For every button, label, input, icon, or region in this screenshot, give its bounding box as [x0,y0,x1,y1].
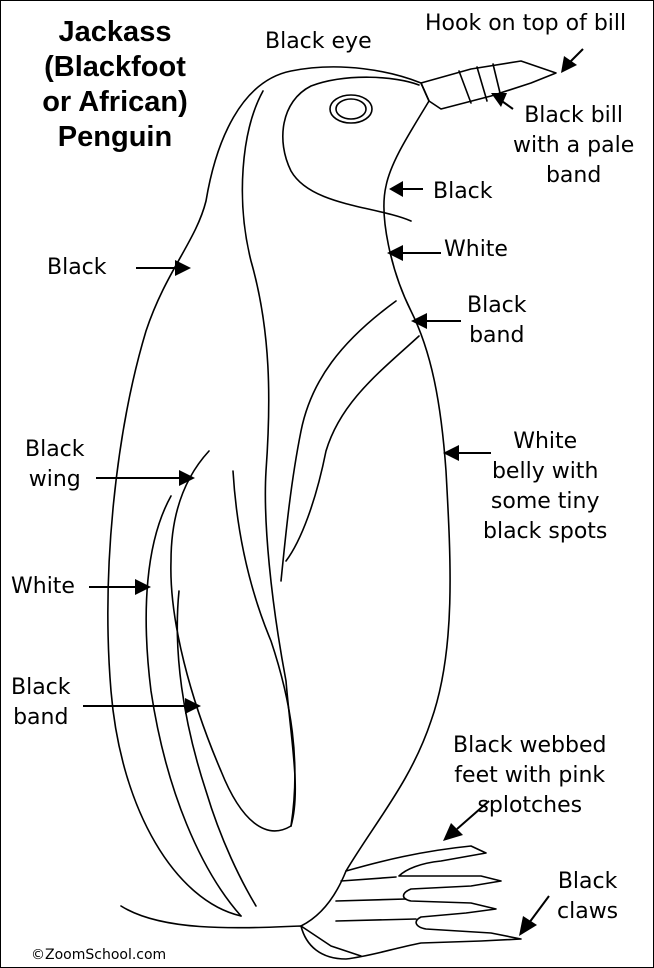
label-hook: Hook on top of bill [425,9,626,39]
label-claws: Black claws [557,867,618,927]
arrow-wing [96,470,195,486]
label-wing: Black wing [25,435,85,495]
chest-band-lower [286,336,419,561]
flipper-outline [171,451,295,831]
label-feet-line-3: splotches [453,791,606,821]
label-bill: Black bill with a pale band [513,101,634,191]
label-chest-band: Black band [467,291,527,351]
label-belly-line-1: White [483,427,607,457]
label-chest-band-line-2: band [467,321,527,351]
arrow-back-black [136,260,191,276]
label-belly-line-2: belly with [483,457,607,487]
arrow-bill [491,93,513,109]
side-band-line-2 [177,591,256,906]
toe-lines [336,877,416,921]
label-wing-line-1: Black [25,435,85,465]
feet-outline [301,846,521,959]
copyright-text: ©ZoomSchool.com [31,947,166,963]
label-bill-line-1: Black bill [513,101,634,131]
eye [336,99,366,119]
label-feet-line-1: Black webbed [453,731,606,761]
label-wing-line-2: wing [25,465,85,495]
label-black-eye: Black eye [265,27,372,57]
label-side-band-line-1: Black [11,673,71,703]
label-back-black: Black [47,253,107,283]
body-outline [108,67,450,926]
label-belly-line-4: black spots [483,517,607,547]
label-chest-band-line-1: Black [467,291,527,321]
label-neck-white: White [444,235,508,265]
label-feet: Black webbed feet with pink splotches [453,731,606,821]
label-bill-line-3: band [513,161,634,191]
arrow-neck-black [389,181,423,197]
label-side-band-line-2: band [11,703,71,733]
arrow-claws [519,896,549,936]
arrow-side-white [89,579,151,595]
label-side-band: Black band [11,673,71,733]
label-feet-line-2: feet with pink [453,761,606,791]
label-side-white: White [11,572,75,602]
label-belly: White belly with some tiny black spots [483,427,607,547]
back-line [242,91,295,826]
label-belly-line-3: some tiny [483,487,607,517]
arrow-neck-white [387,245,441,261]
arrow-hook [561,49,583,73]
label-claws-line-1: Black [557,867,618,897]
label-claws-line-2: claws [557,897,618,927]
label-bill-line-2: with a pale [513,131,634,161]
label-neck-black: Black [433,177,493,207]
